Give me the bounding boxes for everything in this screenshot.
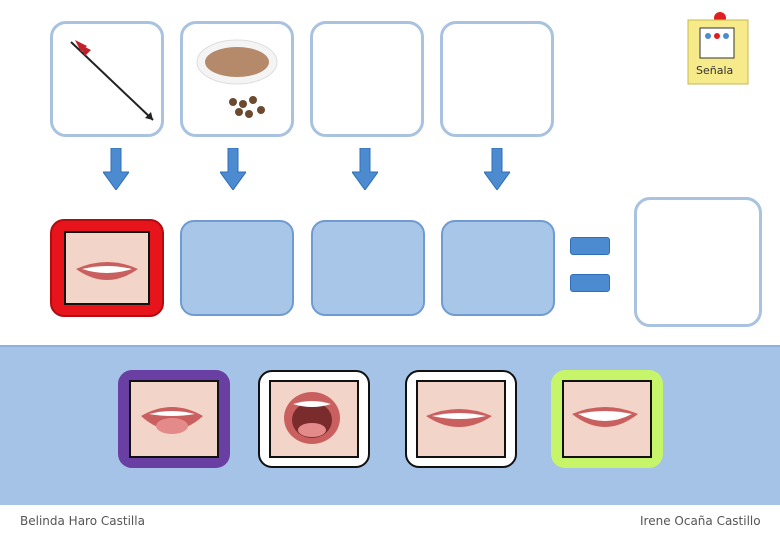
equals-bar-bottom	[570, 274, 610, 292]
footer-right-author: Irene Ocaña Castillo	[640, 514, 761, 528]
pointing-hand-icon	[687, 12, 749, 85]
result-card[interactable]	[634, 197, 762, 327]
mouth-open-smile-image	[416, 380, 506, 458]
option-mouth-wide-open[interactable]	[258, 370, 370, 468]
picture-card-arrow[interactable]	[50, 21, 164, 137]
answer-slot-2[interactable]	[180, 220, 294, 316]
mouth-icon	[426, 409, 492, 427]
lentils-image-icon	[196, 39, 278, 118]
down-arrow-icon	[352, 148, 378, 190]
picture-card-empty-2[interactable]	[440, 21, 554, 137]
option-mouth-tongue[interactable]	[118, 370, 230, 468]
signal-label: Señala	[696, 64, 734, 77]
mouth-tongue-image	[129, 380, 219, 458]
mouth-icon	[284, 392, 340, 444]
selected-answer-slot[interactable]	[50, 219, 164, 317]
picture-card-lentils[interactable]	[180, 21, 294, 137]
answer-slot-4[interactable]	[441, 220, 555, 316]
down-arrow-icon	[220, 148, 246, 190]
down-arrow-icon	[103, 148, 129, 190]
mouth-icon	[76, 262, 138, 280]
mouth-teeth-smile-image	[562, 380, 652, 458]
smile-mouth-image	[64, 231, 150, 305]
picture-card-empty-1[interactable]	[310, 21, 424, 137]
mouth-icon	[141, 407, 203, 434]
mouth-icon	[572, 407, 638, 427]
down-arrow-icon	[484, 148, 510, 190]
options-panel	[0, 345, 780, 505]
signal-sticker[interactable]: Señala	[684, 8, 752, 88]
equals-bar-top	[570, 237, 610, 255]
footer-left-author: Belinda Haro Castilla	[20, 514, 145, 528]
option-mouth-teeth-smile[interactable]	[551, 370, 663, 468]
answer-slot-3[interactable]	[311, 220, 425, 316]
option-mouth-open-smile[interactable]	[405, 370, 517, 468]
arrow-image-icon	[70, 40, 154, 121]
mouth-wide-open-image	[269, 380, 359, 458]
